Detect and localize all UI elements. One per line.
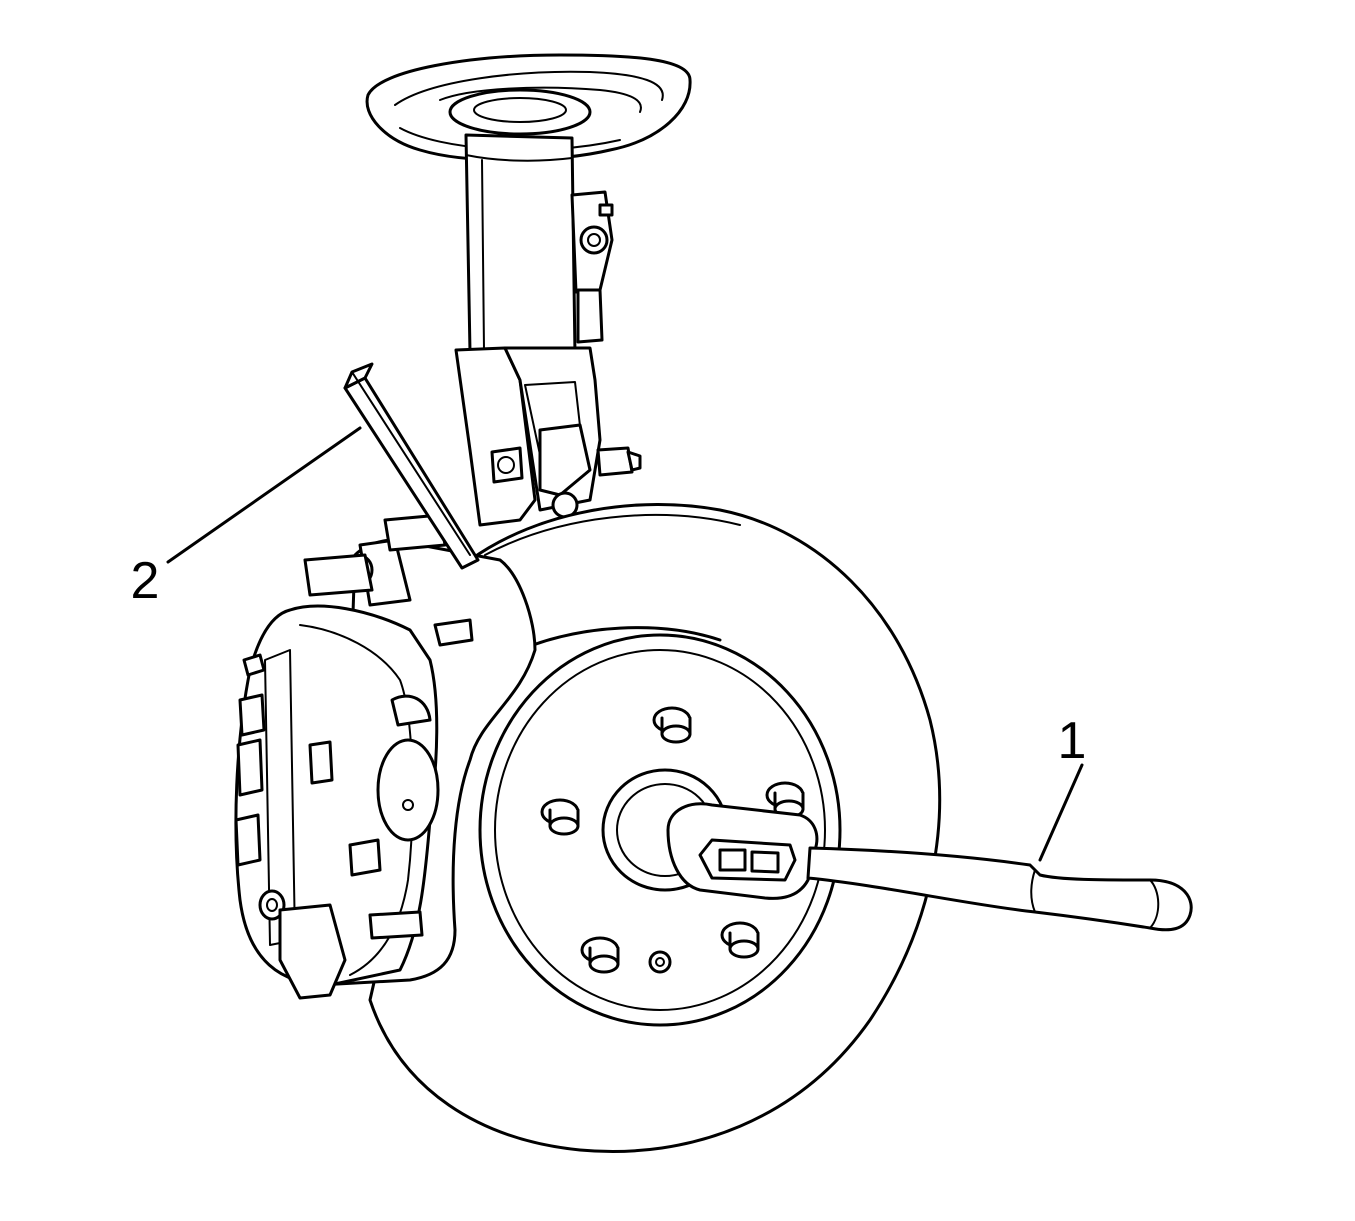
pry-bar [343,362,480,570]
brake-caliper [234,513,537,1000]
wrench-handle [806,846,1193,932]
strut-assembly [365,53,692,527]
hub-wrench-tool [666,802,1193,932]
callout-label-2: 2 [131,552,160,610]
caliper-guide-bolt-lower [258,889,286,921]
callout-1: 1 [1038,712,1087,862]
wheel-studs [540,706,805,974]
callout-2: 2 [131,426,362,610]
leader-line-1 [1038,763,1084,862]
callout-label-1: 1 [1058,712,1087,770]
leader-line-2 [166,426,362,564]
